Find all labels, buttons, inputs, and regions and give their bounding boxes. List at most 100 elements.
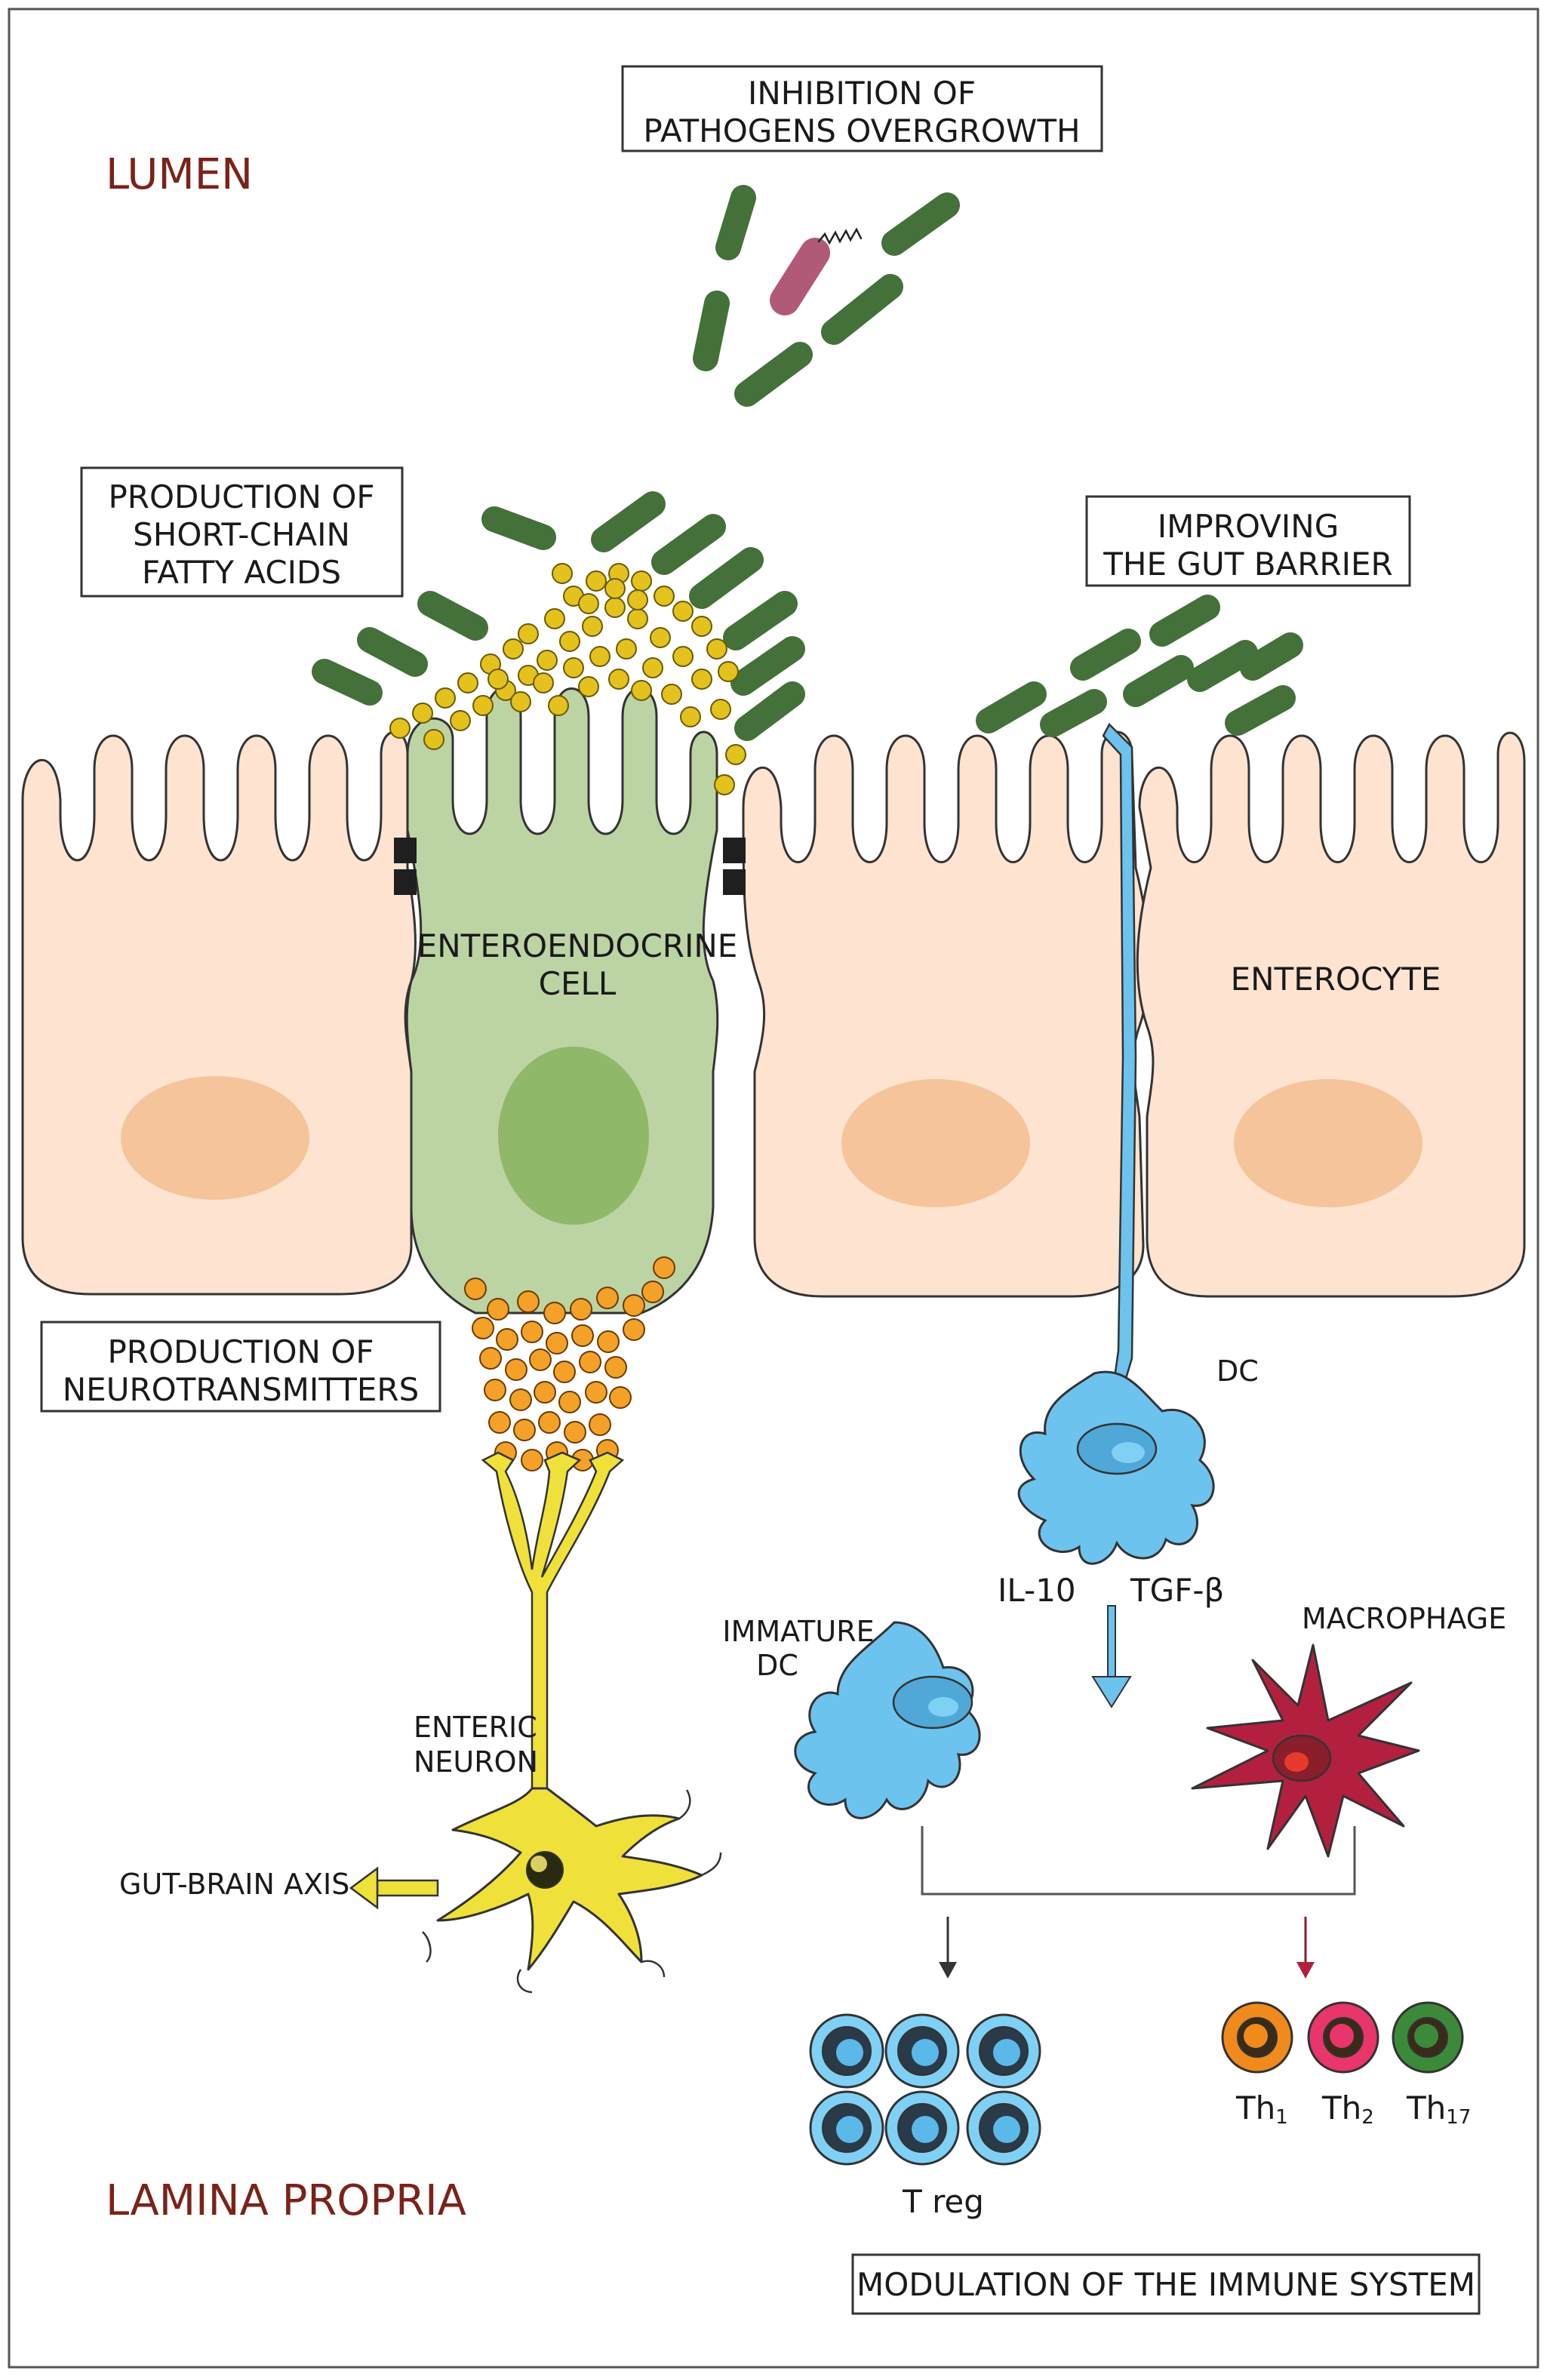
neurotransmitter-dot — [553, 1361, 576, 1383]
scfa-dot — [537, 650, 558, 671]
th-cell-17 — [1392, 2001, 1464, 2074]
pathogen — [770, 238, 830, 315]
neurotransmitter-dot — [589, 1413, 611, 1436]
scfa-bacteria — [312, 491, 805, 741]
treg-cell — [809, 2013, 884, 2089]
neurotransmitter-dot — [604, 1356, 627, 1379]
immature-dendritic-cell — [794, 1621, 981, 1819]
enteroendocrine-label: CELL — [539, 965, 617, 1002]
scfa-dot — [672, 601, 694, 622]
scfa-dot — [544, 608, 565, 629]
bacterium — [1187, 640, 1258, 692]
bacterium — [976, 681, 1047, 733]
svg-text:IMPROVING: IMPROVING — [1158, 508, 1339, 545]
neurotransmitter-dot — [579, 1351, 601, 1373]
neurotransmitter-dot — [564, 1421, 586, 1444]
neurotransmitter-dot — [496, 1328, 518, 1351]
scfa-dot — [457, 672, 478, 693]
scfa-dot — [604, 597, 626, 618]
enterocyte-nucleus — [841, 1079, 1030, 1207]
neurotransmitter-dot — [570, 1298, 592, 1321]
macrophage-label: MACROPHAGE — [1302, 1602, 1506, 1635]
bacterium — [1225, 685, 1296, 736]
bacterium — [417, 591, 488, 641]
enteric-neuron — [422, 1451, 722, 1994]
dc-label: DC — [1216, 1355, 1259, 1388]
bacterium — [734, 681, 805, 741]
bacterium — [1070, 629, 1141, 681]
bacterium — [1123, 655, 1194, 707]
neurotransmitter-dot — [517, 1290, 540, 1313]
enteric-neuron-label: ENTERIC — [414, 1711, 537, 1744]
neurotransmitter-dot — [464, 1278, 487, 1300]
treg-label: T reg — [902, 2183, 984, 2220]
bacterium — [651, 514, 726, 575]
scfa-dot — [718, 661, 739, 682]
scfa-dot — [423, 729, 444, 750]
lumen-label: LUMEN — [106, 150, 253, 199]
scfa-dot — [450, 710, 471, 731]
neurotransmitter-dot — [521, 1321, 543, 1343]
treg-cell — [966, 2013, 1041, 2089]
scfa-dot — [706, 638, 727, 660]
enteric-neuron-label: NEURON — [414, 1745, 538, 1779]
bacterium — [821, 274, 903, 345]
enteroendocrine-cell — [405, 687, 719, 1315]
neuron-soma — [436, 1787, 703, 1971]
tight-junction — [394, 869, 417, 895]
scfa-dot — [631, 570, 652, 592]
scfa-dot — [661, 684, 682, 705]
neuron-nucleus — [526, 1851, 564, 1889]
neurotransmitter-dot — [546, 1332, 568, 1355]
neurotransmitter-dot — [472, 1317, 494, 1339]
neurotransmitter-dot — [571, 1324, 594, 1347]
bacterium — [1040, 689, 1107, 737]
immune-bracket — [921, 1826, 1356, 1896]
scfa-dot — [631, 680, 652, 701]
scfa-dot — [627, 589, 648, 610]
barrier-box: IMPROVING THE GUT BARRIER — [1085, 495, 1411, 587]
enterocyte-right — [1136, 731, 1526, 1298]
scfa-dot — [578, 593, 599, 614]
svg-text:MODULATION OF THE IMMUNE SYSTE: MODULATION OF THE IMMUNE SYSTEM — [857, 2266, 1475, 2303]
bacterium — [881, 192, 960, 256]
bacterium — [689, 547, 764, 609]
scfa-dot — [680, 706, 701, 727]
neurotransmitter-dot — [596, 1287, 619, 1309]
scfa-dot — [672, 646, 694, 667]
tight-junction — [723, 838, 746, 863]
scfa-dot — [608, 669, 629, 690]
scfa-dot — [654, 586, 675, 607]
scfa-dot — [518, 623, 539, 644]
neurotransmitter-dot — [479, 1347, 502, 1370]
svg-text:FATTY ACIDS: FATTY ACIDS — [142, 554, 341, 591]
scfa-dot — [589, 646, 610, 667]
scfa-dot — [691, 669, 712, 690]
scfa-dot — [582, 616, 603, 637]
bacterium — [715, 185, 756, 260]
scfa-dot — [472, 695, 494, 716]
scfa-dot — [604, 578, 626, 599]
scfa-dot — [552, 563, 573, 584]
bacterium — [481, 506, 556, 550]
neurotransmitter-dot — [484, 1379, 506, 1401]
tight-junction — [723, 869, 746, 895]
bacterium — [357, 627, 428, 677]
scfa-dot — [586, 570, 607, 592]
immature-dc-label: DC — [756, 1649, 798, 1682]
bacterium — [1149, 595, 1220, 647]
scfa-dot — [714, 774, 735, 795]
neurotransmitter-dot — [641, 1281, 664, 1303]
treg-cell — [809, 2090, 884, 2166]
neurotransmitter-dot — [558, 1391, 581, 1413]
scfa-dot — [487, 669, 509, 690]
pathogen-flagellum — [817, 227, 863, 245]
neurotransmitter-dot — [623, 1294, 645, 1317]
neurotransmitter-dot — [609, 1386, 632, 1409]
bacterium — [1240, 632, 1303, 681]
enterocyte-label: ENTEROCYTE — [1231, 961, 1441, 998]
lamina-propria-label: LAMINA PROPRIA — [106, 2176, 466, 2225]
enterocyte-nucleus — [1234, 1079, 1422, 1207]
bacterium — [591, 491, 666, 552]
